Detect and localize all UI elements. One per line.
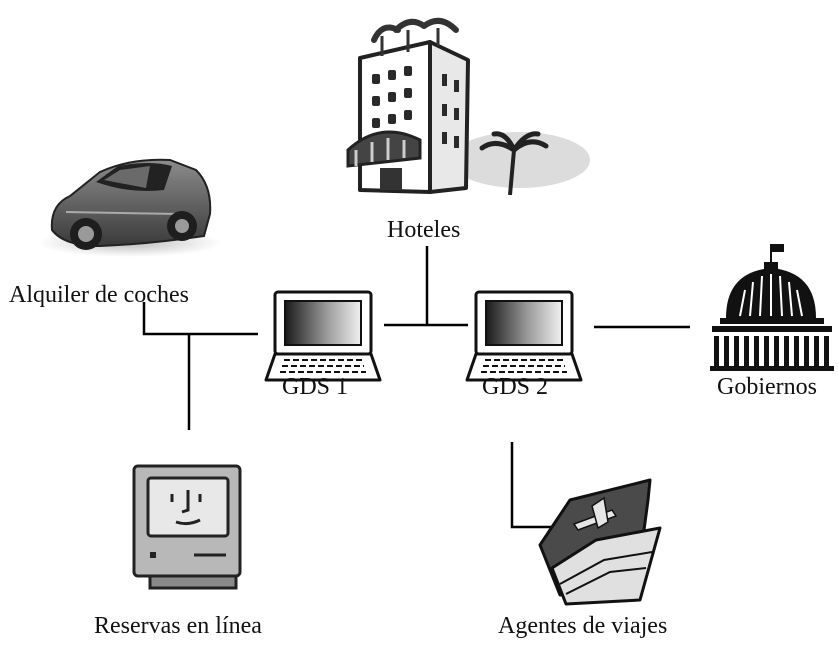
capitol-dome-icon [710,244,834,371]
desktop-computer-icon [132,464,242,590]
label-online-booking: Reservas en línea [94,613,262,639]
label-gds2: GDS 2 [482,374,549,400]
connector-car-gds1 [142,302,258,336]
hotel-building-icon [346,17,590,196]
car-icon [38,158,222,257]
connector-travel-agents [510,442,554,529]
label-governments: Gobiernos [717,374,817,400]
label-gds1: GDS 1 [282,374,349,400]
connectors [142,246,690,529]
label-car-rental: Alquiler de coches [9,282,189,308]
travel-folder-icon [538,478,662,606]
laptop-icon [465,290,583,382]
label-travel-agents: Agentes de viajes [498,613,668,639]
laptop-icon [264,290,382,382]
label-hotels: Hoteles [387,217,461,243]
